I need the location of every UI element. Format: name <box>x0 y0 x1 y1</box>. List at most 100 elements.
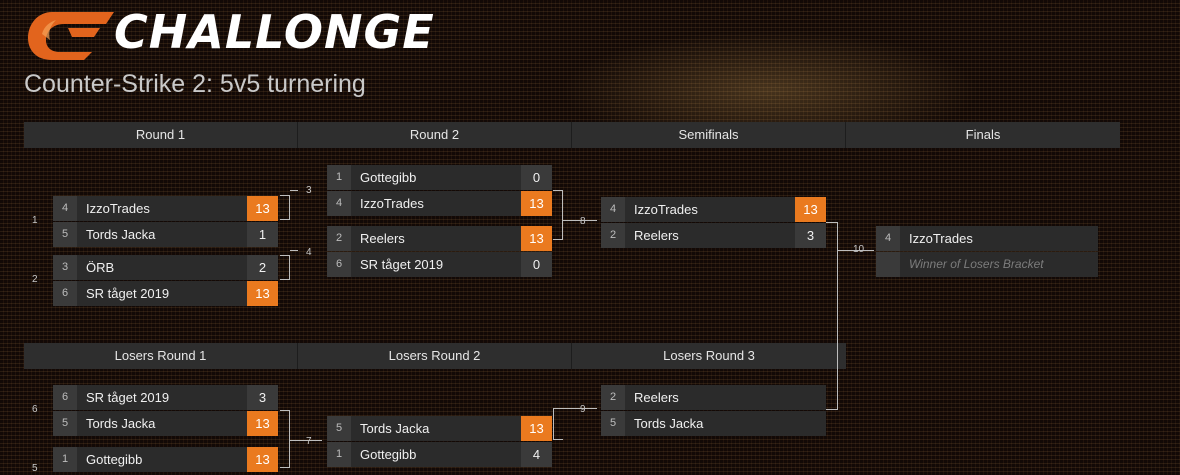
brand-name: CHALLONGE <box>114 5 435 59</box>
match-player-row[interactable]: 4 IzzoTrades 13 <box>53 196 278 221</box>
match-card[interactable]: 3 ÖRB 2 6 SR tåget 2019 13 <box>53 255 278 307</box>
bracket-connector <box>290 190 298 191</box>
match-number: 1 <box>32 215 38 226</box>
match-player-row[interactable]: 4 IzzoTrades <box>876 226 1098 251</box>
match-player-row[interactable]: 5 Tords Jacka 13 <box>53 411 278 436</box>
player-name: Reelers <box>634 228 679 243</box>
bracket-connector <box>280 410 290 468</box>
match-card[interactable]: 2 Reelers 13 6 SR tåget 2019 0 <box>327 226 552 278</box>
match-player-row[interactable]: 6 SR tåget 2019 3 <box>53 385 278 410</box>
player-seed: 5 <box>53 222 77 247</box>
match-number: 4 <box>306 247 312 258</box>
player-name: Tords Jacka <box>360 421 430 436</box>
match-number: 2 <box>32 274 38 285</box>
bracket-connector <box>563 220 597 221</box>
player-score: 13 <box>247 196 278 221</box>
match-player-row[interactable]: 1 Gottegibb 13 <box>53 447 278 472</box>
player-seed: 4 <box>876 226 900 251</box>
player-seed: 4 <box>53 196 77 221</box>
player-name: IzzoTrades <box>909 231 973 246</box>
player-name: IzzoTrades <box>360 196 424 211</box>
challonge-logo[interactable]: CHALLONGE <box>22 4 435 60</box>
player-seed: 2 <box>601 385 625 410</box>
match-card[interactable]: 4 IzzoTrades Winner of Losers Bracket <box>876 226 1098 278</box>
player-seed: 2 <box>601 223 625 248</box>
player-score: 13 <box>521 191 552 216</box>
match-card[interactable]: 1 Gottegibb 13 <box>53 447 278 473</box>
player-seed <box>876 252 900 277</box>
match-player-row[interactable]: 2 Reelers 13 <box>327 226 552 251</box>
player-seed: 4 <box>327 191 351 216</box>
match-player-row[interactable]: 5 Tords Jacka 13 <box>327 416 552 441</box>
player-score: 2 <box>247 255 278 280</box>
player-name: SR tåget 2019 <box>86 390 170 405</box>
player-score: 13 <box>795 197 826 222</box>
player-name: Reelers <box>360 231 405 246</box>
player-seed: 2 <box>327 226 351 251</box>
player-score: 0 <box>521 165 552 190</box>
match-player-row[interactable]: 2 Reelers <box>601 385 826 410</box>
player-name: SR tåget 2019 <box>86 286 170 301</box>
winners-round-header-bar: Round 1 Round 2 Semifinals Finals <box>24 122 1120 148</box>
match-player-row[interactable]: 4 IzzoTrades 13 <box>601 197 826 222</box>
match-player-row[interactable]: Winner of Losers Bracket <box>876 252 1098 277</box>
player-score: 1 <box>247 222 278 247</box>
player-seed: 5 <box>327 416 351 441</box>
match-number: 5 <box>32 463 38 474</box>
player-score: 13 <box>521 416 552 441</box>
match-player-row[interactable]: 4 IzzoTrades 13 <box>327 191 552 216</box>
match-player-row[interactable]: 2 Reelers 3 <box>601 223 826 248</box>
player-name: IzzoTrades <box>86 201 150 216</box>
match-player-row[interactable]: 1 Gottegibb 4 <box>327 442 552 467</box>
bracket-connector <box>553 190 563 240</box>
player-seed: 1 <box>327 442 351 467</box>
player-name: Reelers <box>634 390 679 405</box>
player-seed: 6 <box>53 281 77 306</box>
match-number: 7 <box>306 436 312 447</box>
player-score: 13 <box>521 226 552 251</box>
match-player-row[interactable]: 3 ÖRB 2 <box>53 255 278 280</box>
match-card[interactable]: 4 IzzoTrades 13 5 Tords Jacka 1 <box>53 196 278 248</box>
player-score: 13 <box>247 447 278 472</box>
player-name: Gottegibb <box>86 452 143 467</box>
player-score: 4 <box>521 442 552 467</box>
player-name: Tords Jacka <box>634 416 704 431</box>
bracket-connector <box>290 250 298 251</box>
bracket-connector <box>563 408 597 409</box>
match-player-row[interactable]: 1 Gottegibb 0 <box>327 165 552 190</box>
bracket-connector <box>290 440 322 441</box>
round-header-losers-round-1: Losers Round 1 <box>24 343 298 369</box>
round-header-semifinals: Semifinals <box>572 122 846 148</box>
player-name: Gottegibb <box>360 170 417 185</box>
player-name: ÖRB <box>86 260 115 275</box>
round-header-finals: Finals <box>965 127 1001 142</box>
round-header-round-2: Round 2 <box>298 122 572 148</box>
match-number: 3 <box>306 185 312 196</box>
bracket-connector <box>826 222 838 410</box>
match-player-row[interactable]: 5 Tords Jacka <box>601 411 826 436</box>
player-score: 3 <box>247 385 278 410</box>
bracket-connector <box>280 195 290 220</box>
player-seed: 1 <box>53 447 77 472</box>
round-header-round-1: Round 1 <box>24 122 298 148</box>
match-number: 9 <box>580 404 586 415</box>
player-score: 13 <box>247 281 278 306</box>
match-card[interactable]: 6 SR tåget 2019 3 5 Tords Jacka 13 <box>53 385 278 437</box>
match-player-row[interactable]: 5 Tords Jacka 1 <box>53 222 278 247</box>
match-player-row[interactable]: 6 SR tåget 2019 13 <box>53 281 278 306</box>
match-number: 10 <box>853 244 865 255</box>
player-name: Tords Jacka <box>86 227 156 242</box>
match-card[interactable]: 4 IzzoTrades 13 2 Reelers 3 <box>601 197 826 249</box>
match-card[interactable]: 1 Gottegibb 0 4 IzzoTrades 13 <box>327 165 552 217</box>
player-seed: 6 <box>327 252 351 277</box>
tournament-title: Counter-Strike 2: 5v5 turnering <box>24 70 366 98</box>
match-card[interactable]: 5 Tords Jacka 13 1 Gottegibb 4 <box>327 416 552 468</box>
challonge-flame-icon <box>28 12 114 60</box>
player-score: 0 <box>521 252 552 277</box>
player-score: 13 <box>247 411 278 436</box>
player-name: Gottegibb <box>360 447 417 462</box>
player-score: 3 <box>795 223 826 248</box>
round-header-losers-round-2: Losers Round 2 <box>298 343 572 369</box>
match-player-row[interactable]: 6 SR tåget 2019 0 <box>327 252 552 277</box>
match-card[interactable]: 2 Reelers 5 Tords Jacka <box>601 385 826 437</box>
